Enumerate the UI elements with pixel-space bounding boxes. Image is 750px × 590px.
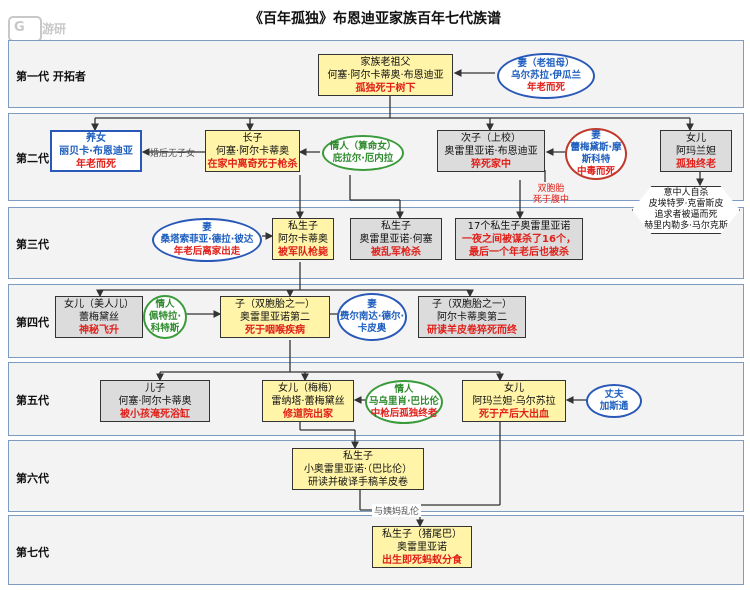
colonel-wife-oval: 妻 蕾梅黛斯·摩 斯科特 中毒而死: [565, 128, 627, 180]
incest-note: 与姨妈乱伦: [372, 504, 422, 517]
suitors-hexagon: 意中人自杀 皮埃特罗·克雷斯皮 追求者被逼而死 赫里内勒多·马尔克斯: [632, 186, 740, 234]
petra-cotes-oval: 情人 佩特拉· 科特斯: [143, 295, 187, 339]
adopted-daughter-box: 养女 丽贝卡·布恩迪亚 年老而死: [50, 130, 142, 172]
aureliano-segundo-box: 子（双胞胎之一） 奥雷里亚诺第二 死于咽喉疾病: [220, 296, 330, 338]
mauricio-oval: 情人 马乌里肖·巴比伦 中枪后孤独终老: [365, 380, 443, 424]
amaranta-box: 女儿 阿玛兰妲 孤独终老: [660, 130, 732, 172]
married-no-children-note: 婚后无子女: [150, 149, 196, 159]
eldest-son-box: 长子 何塞·阿尔卡蒂奥 在家中离奇死于枪杀: [205, 130, 300, 172]
babilonia-box: 私生子 小奥雷里亚诺·（巴比伦） 研读并破译手稿羊皮卷: [292, 448, 424, 490]
gen-label-7: 第七代: [16, 546, 49, 559]
amaranta-ursula-box: 女儿 阿玛兰妲·乌尔苏拉 死于产后大出血: [462, 380, 566, 422]
gen-label-5: 第五代: [16, 394, 49, 407]
santa-sofia-oval: 妻 桑塔索菲亚·德拉·彼达 年老后离家出走: [152, 218, 262, 262]
seventeen-sons-box: 17个私生子奥雷里亚诺 一夜之间被谋杀了16个， 最后一个年老后也被杀: [455, 218, 583, 260]
aureliano-jose-box: 私生子 奥雷里亚诺·何塞 被乱军枪杀: [350, 218, 442, 260]
pig-tail-baby-box: 私生子（猪尾巴） 奥雷里亚诺 出生即死蚂蚁分食: [372, 526, 472, 568]
founder-box: 家族老祖父 何塞·阿尔卡蒂奥·布恩迪亚 孤独死于树下: [318, 54, 453, 96]
remedios-beauty-box: 女儿（美人儿） 蕾梅黛丝 神秘飞升: [55, 296, 143, 338]
arcadio-segundo-box: 子（双胞胎之一） 阿尔卡蒂奥第二 研读羊皮卷猝死而终: [418, 296, 526, 338]
gen-label-4: 第四代: [16, 316, 49, 329]
fernanda-oval: 妻 费尔南达·德尔· 卡皮奥: [337, 293, 407, 341]
founder-wife-oval: 妻（老祖母） 乌尔苏拉·伊瓜兰 年老而死: [497, 53, 595, 99]
gen-label-2: 第二代: [16, 152, 49, 165]
gen-label-3: 第三代: [16, 238, 49, 251]
twins-stillborn-note: 双胞胎 死于腹中: [533, 184, 570, 205]
meme-box: 女儿（梅梅） 雷纳塔·蕾梅黛丝 修道院出家: [262, 380, 354, 422]
page-title: 《百年孤独》布恩迪亚家族百年七代族谱: [249, 11, 501, 27]
gaston-oval: 丈夫 加斯通: [586, 384, 642, 418]
jose-arcadio-box: 儿子 何塞·阿尔卡蒂奥 被小孩淹死浴缸: [100, 380, 210, 422]
arcadio-box: 私生子 阿尔卡蒂奥 被军队枪毙: [272, 218, 334, 260]
gen-label-6: 第六代: [16, 472, 49, 485]
gen-label-1: 第一代 开拓者: [16, 70, 86, 83]
colonel-box: 次子（上校） 奥雷里亚诺·布恩迪亚 猝死家中: [437, 130, 545, 172]
fortune-teller-oval: 情人（算命女） 庇拉尔·厄内拉: [322, 135, 404, 171]
